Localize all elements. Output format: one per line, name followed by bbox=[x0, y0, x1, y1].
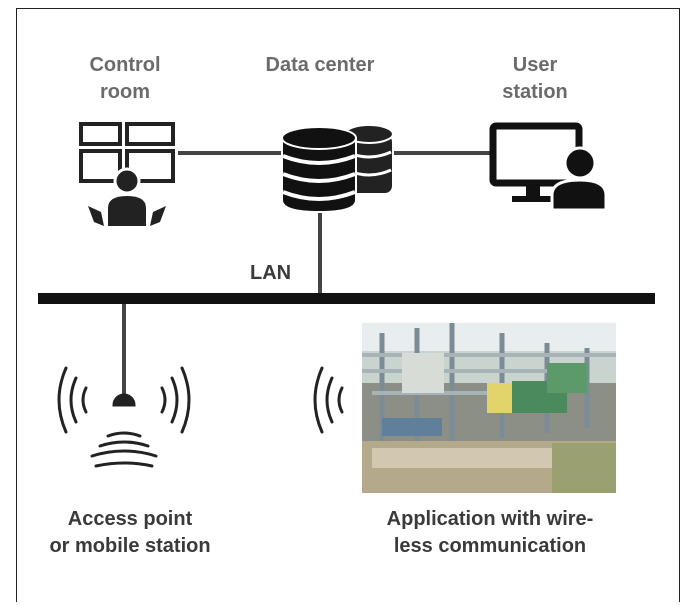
lan-label: LAN bbox=[250, 262, 292, 284]
lan-bus bbox=[38, 293, 655, 304]
access-point-label: Access point or mobile station bbox=[49, 508, 211, 557]
wireless-access-point-icon bbox=[57, 366, 191, 468]
database-icon bbox=[281, 124, 394, 214]
user-station-label: User station bbox=[502, 54, 568, 103]
control-room-label: Control room bbox=[89, 54, 161, 103]
control-room-icon bbox=[79, 122, 175, 226]
plant-illustration bbox=[362, 323, 616, 493]
data-center-label: Data center bbox=[265, 54, 375, 76]
diagram-frame bbox=[16, 8, 680, 602]
industrial-plant-photo bbox=[362, 323, 616, 493]
user-workstation-icon bbox=[489, 122, 608, 212]
application-label: Application with wire- less communicatio… bbox=[386, 508, 594, 557]
application-wireless-icon bbox=[313, 366, 344, 434]
